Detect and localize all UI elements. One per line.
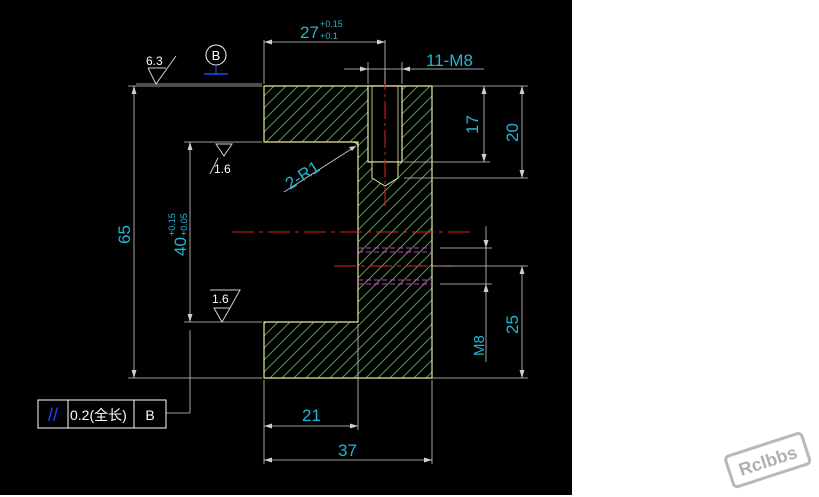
dimension-lines [128,40,528,464]
dim-web-width: 21 [302,406,321,425]
dim-corner-radius: 2-R1 [282,157,323,193]
dim-slot-lower-tol: +0.05 [179,213,189,236]
roughness-upper-slot-value: 1.6 [214,162,231,176]
cad-drawing-canvas: B 27 +0.15 +0.1 11-M8 17 20 65 40 +0.15 … [0,0,572,495]
tolerance-datum: B [145,407,154,423]
roughness-top-value: 6.3 [146,54,163,68]
side-thread-hidden [358,247,432,285]
dim-hole-depth-20: 20 [503,123,522,142]
dim-side-thread: M8 [471,335,488,356]
dim-hole-depth-17: 17 [463,115,482,134]
datum-letter: B [212,48,221,63]
tolerance-parallelism-symbol: // [48,405,58,425]
roughness-symbols [147,55,241,324]
dim-top-width-upper-tol: +0.15 [320,19,343,29]
dim-overall-width: 37 [338,441,357,460]
dim-overall-height: 65 [115,225,134,244]
dim-thread-callout: 11-M8 [426,51,473,70]
datum-b-symbol [204,44,228,75]
dim-thread-pos-25: 25 [503,315,522,334]
roughness-lower-slot-value: 1.6 [212,292,229,306]
dim-slot-upper-tol: +0.15 [167,213,177,236]
dim-top-width: 27 [300,23,319,42]
watermark-stamp: Rclbbs [722,430,814,492]
tolerance-frame [37,399,167,429]
tolerance-value: 0.2(全长) [70,407,127,423]
cad-drawing: B 27 +0.15 +0.1 11-M8 17 20 65 40 +0.15 … [37,19,528,464]
dim-top-width-lower-tol: +0.1 [320,31,338,41]
dim-slot-height: 40 [171,237,190,256]
dimension-arrows [131,39,525,463]
